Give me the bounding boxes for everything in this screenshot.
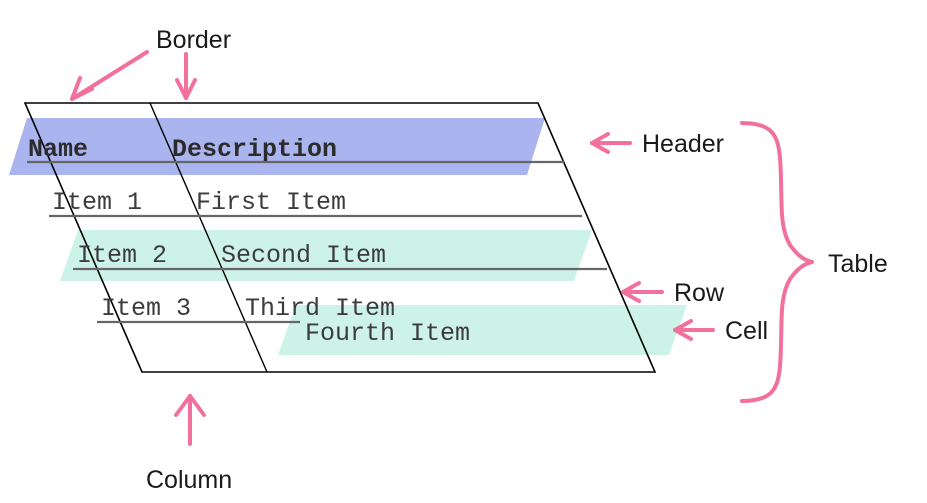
annotation-label-border: Border: [156, 26, 231, 54]
table-header-cell-name: Name: [28, 135, 88, 164]
border-arrow-vertical-icon: [175, 52, 197, 100]
row-arrow-icon: [621, 281, 664, 303]
annotation-label-header: Header: [642, 130, 724, 158]
table-cell-description-row1: First Item: [196, 188, 346, 217]
table-cell-description-row3: Third Item: [245, 294, 395, 323]
table-border-outline: [23, 102, 657, 373]
column-arrow-icon: [174, 394, 206, 446]
floating-cell-text: Fourth Item: [305, 319, 470, 348]
annotation-label-table: Table: [828, 250, 888, 278]
column-divider-line: [149, 102, 268, 373]
annotation-label-column: Column: [146, 466, 232, 494]
table-cell-name-row1: Item 1: [52, 188, 142, 217]
table-header-cell-description: Description: [172, 135, 337, 164]
header-highlight-band: [9, 118, 545, 175]
floating-cell-band: [278, 305, 687, 355]
header-arrow-icon: [590, 132, 632, 154]
table-brace-icon: [740, 121, 814, 403]
annotation-label-row: Row: [674, 279, 725, 307]
table-cell-description-row2: Second Item: [221, 241, 386, 270]
table-cell-name-row3: Item 3: [101, 294, 191, 323]
annotation-label-cell: Cell: [725, 317, 768, 345]
table-cell-name-row2: Item 2: [77, 241, 167, 270]
border-arrow-diagonal-icon: [70, 50, 149, 101]
cell-arrow-icon: [673, 319, 715, 341]
